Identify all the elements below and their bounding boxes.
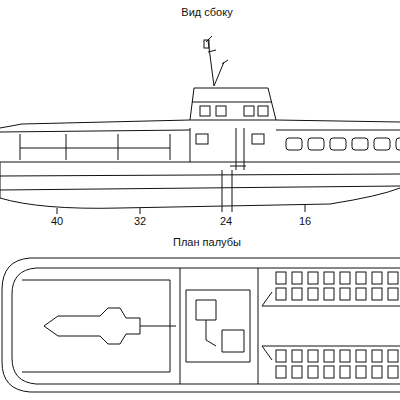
seat — [372, 366, 382, 378]
deck-inner-outline — [12, 268, 400, 384]
seat — [388, 288, 398, 300]
side-window — [330, 138, 346, 150]
seat — [356, 272, 366, 284]
seat — [388, 350, 398, 362]
mast-light — [204, 40, 209, 48]
seat — [276, 366, 286, 378]
seat — [372, 272, 382, 284]
seat — [308, 366, 318, 378]
seat — [340, 272, 350, 284]
seat — [388, 272, 398, 284]
station-number: 40 — [49, 215, 65, 227]
door — [190, 128, 244, 170]
engine-room-wall — [22, 268, 258, 384]
superstructure — [0, 120, 400, 162]
side-window — [352, 138, 368, 150]
seat — [276, 272, 286, 284]
door-window — [196, 134, 208, 144]
seat — [292, 288, 302, 300]
seat — [340, 350, 350, 362]
side-window — [286, 138, 302, 150]
seat — [324, 288, 334, 300]
wheelhouse-window — [216, 106, 226, 116]
seat — [356, 350, 366, 362]
seat — [324, 272, 334, 284]
seat — [340, 366, 350, 378]
view-title: Вид сбоку — [179, 6, 234, 18]
station-number: 24 — [218, 215, 234, 227]
seat — [324, 366, 334, 378]
seat — [324, 350, 334, 362]
side-window — [396, 138, 400, 150]
seat — [308, 272, 318, 284]
seat-rows — [276, 272, 398, 378]
wheelhouse — [190, 88, 276, 120]
seat — [276, 288, 286, 300]
seat — [388, 366, 398, 378]
hull — [0, 162, 400, 208]
seat — [372, 288, 382, 300]
seat — [372, 350, 382, 362]
seat — [356, 366, 366, 378]
seat — [340, 288, 350, 300]
seat — [292, 366, 302, 378]
wheelhouse-window — [258, 106, 268, 116]
door-window — [252, 134, 264, 144]
seat — [308, 350, 318, 362]
side-window — [374, 138, 390, 150]
seat — [292, 272, 302, 284]
seat — [276, 350, 286, 362]
engine — [44, 308, 176, 344]
seat — [308, 288, 318, 300]
station-number: 16 — [297, 215, 313, 227]
side-view — [0, 36, 400, 214]
station-lines — [57, 170, 305, 214]
deck-outline — [2, 258, 400, 392]
wheelhouse-window — [244, 106, 254, 116]
deck-plan — [2, 258, 400, 392]
side-window — [308, 138, 324, 150]
wheelhouse-plan — [186, 290, 250, 362]
aft-cabin-panes — [20, 134, 170, 160]
view-title: План палубы — [171, 236, 243, 248]
seat — [356, 288, 366, 300]
seat — [292, 350, 302, 362]
station-number: 32 — [132, 215, 148, 227]
side-windows — [286, 138, 400, 150]
wheelhouse-window — [200, 106, 210, 116]
